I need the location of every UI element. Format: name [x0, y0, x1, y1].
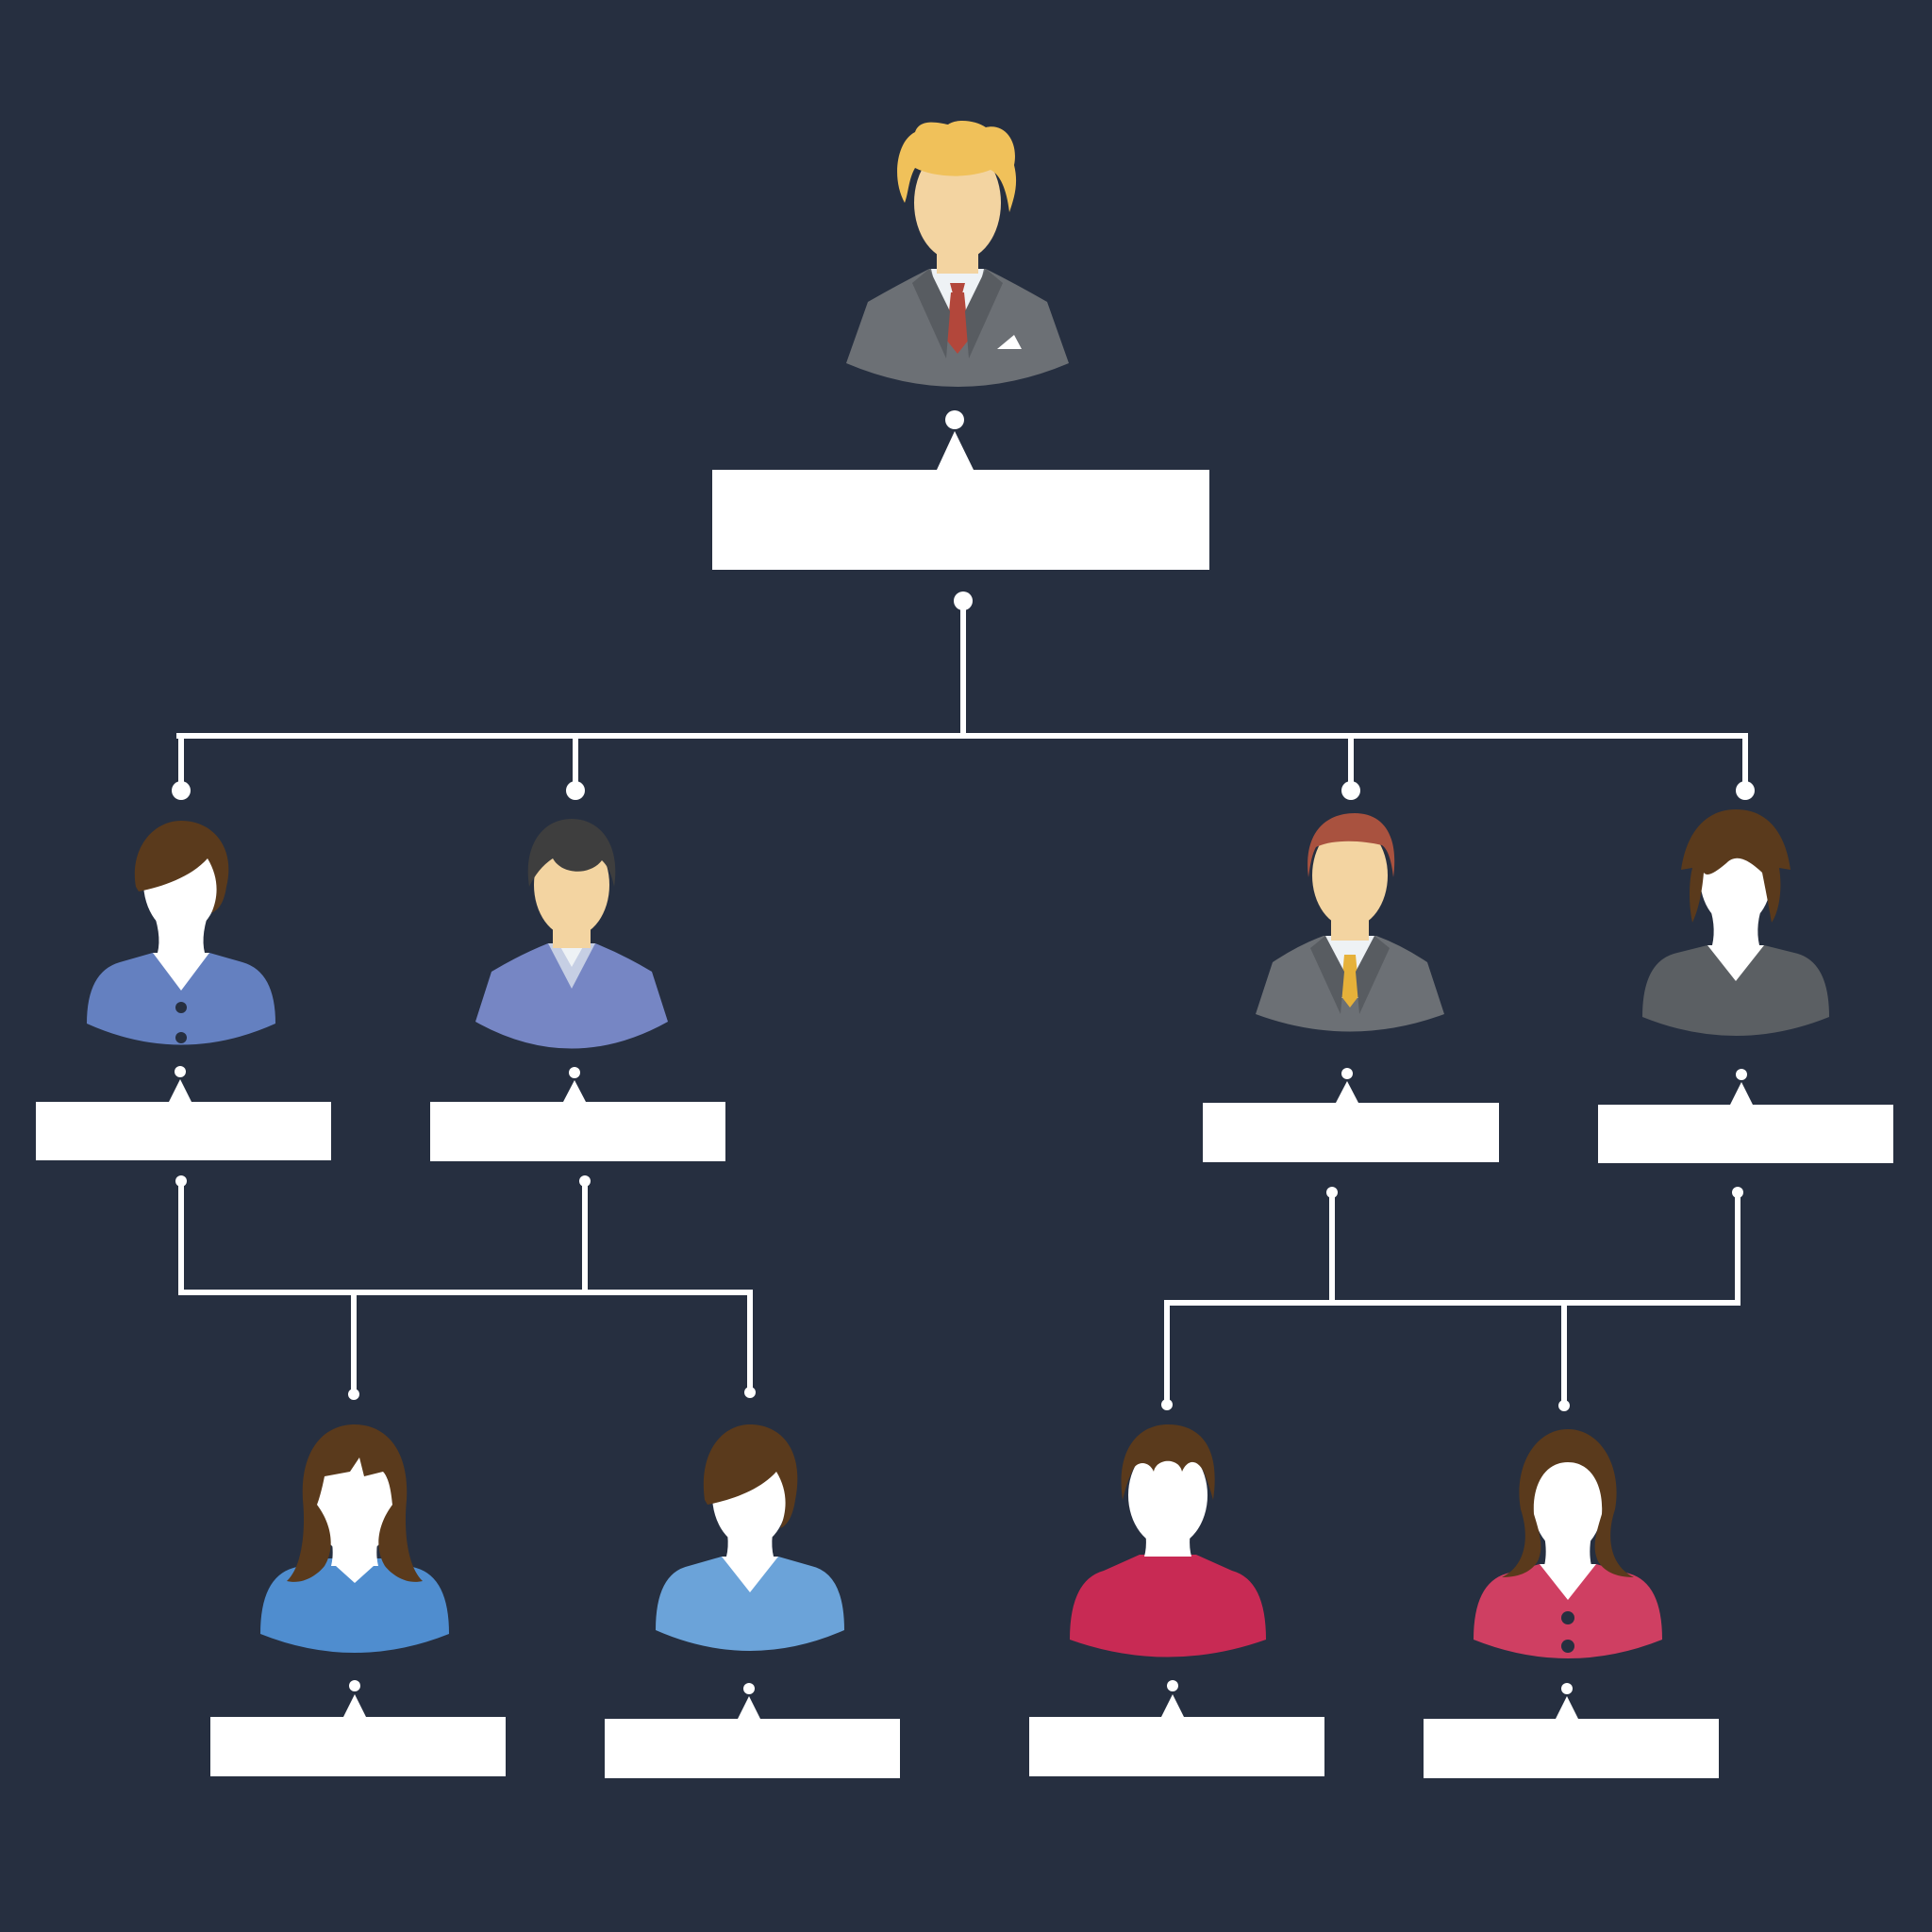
name-box-e3-rect — [1029, 1717, 1324, 1776]
pointer-dot — [349, 1680, 360, 1691]
woman-rose-blouse-icon — [1474, 1429, 1662, 1658]
man-crimson-icon — [1070, 1424, 1266, 1657]
woman-lightblue-icon — [656, 1424, 844, 1651]
connector-dot — [1736, 781, 1755, 800]
pointer-dot — [1736, 1069, 1747, 1080]
pointer-dot — [569, 1067, 580, 1078]
pointer-triangle — [937, 431, 974, 470]
name-box-m4[interactable] — [1598, 1069, 1893, 1163]
pointer-dot — [945, 410, 964, 429]
name-box-ceo-rect — [712, 470, 1209, 570]
name-box-m2[interactable] — [430, 1067, 725, 1161]
connector-dot — [744, 1387, 756, 1398]
connector-dot — [579, 1175, 591, 1187]
pointer-triangle — [343, 1694, 366, 1717]
pointer-triangle — [738, 1696, 760, 1719]
woman-blue-blouse-icon — [87, 821, 275, 1045]
label-boxes — [36, 410, 1893, 1778]
name-box-m1-rect — [36, 1102, 331, 1160]
connector-dots — [172, 591, 1755, 1411]
name-box-m2-rect — [430, 1102, 725, 1161]
woman-longhair-blue-icon — [260, 1424, 449, 1653]
pointer-dot — [1561, 1683, 1573, 1694]
pointer-dot — [175, 1066, 186, 1077]
connector-dot — [175, 1175, 187, 1187]
pointer-triangle — [1336, 1081, 1358, 1103]
woman-gray-top-icon — [1642, 809, 1829, 1036]
name-box-m3-rect — [1203, 1103, 1499, 1162]
name-box-m4-rect — [1598, 1105, 1893, 1163]
pointer-triangle — [563, 1080, 586, 1102]
pointer-triangle — [1730, 1082, 1753, 1105]
name-box-e2-rect — [605, 1719, 900, 1778]
connector-dot — [1161, 1399, 1173, 1410]
pointer-dot — [1167, 1680, 1178, 1691]
man-sweater-icon — [475, 819, 668, 1049]
connector-dot — [172, 781, 191, 800]
connector-dot — [954, 591, 973, 610]
pointer-triangle — [169, 1079, 192, 1102]
connector-dot — [1558, 1400, 1570, 1411]
name-box-e1-rect — [210, 1717, 506, 1776]
connector-dot — [1732, 1187, 1743, 1198]
man-suit-redhair-icon — [1256, 813, 1444, 1032]
name-box-ceo[interactable] — [712, 410, 1209, 570]
connector-dot — [348, 1389, 359, 1400]
name-box-e3[interactable] — [1029, 1680, 1324, 1776]
name-box-m3[interactable] — [1203, 1068, 1499, 1162]
name-box-e4[interactable] — [1424, 1683, 1719, 1778]
connector-dot — [566, 781, 585, 800]
name-box-e1[interactable] — [210, 1680, 506, 1776]
man-suit-blonde-icon — [846, 121, 1069, 387]
left-team-bus-line — [178, 1290, 753, 1391]
name-box-e4-rect — [1424, 1719, 1719, 1778]
name-box-m1[interactable] — [36, 1066, 331, 1160]
pointer-triangle — [1556, 1696, 1578, 1719]
connector-dot — [1341, 781, 1360, 800]
name-box-e2[interactable] — [605, 1683, 900, 1778]
pointer-dot — [743, 1683, 755, 1694]
pointer-dot — [1341, 1068, 1353, 1079]
connector-dot — [1326, 1187, 1338, 1198]
connectors — [176, 598, 1748, 1404]
pointer-triangle — [1161, 1694, 1184, 1717]
